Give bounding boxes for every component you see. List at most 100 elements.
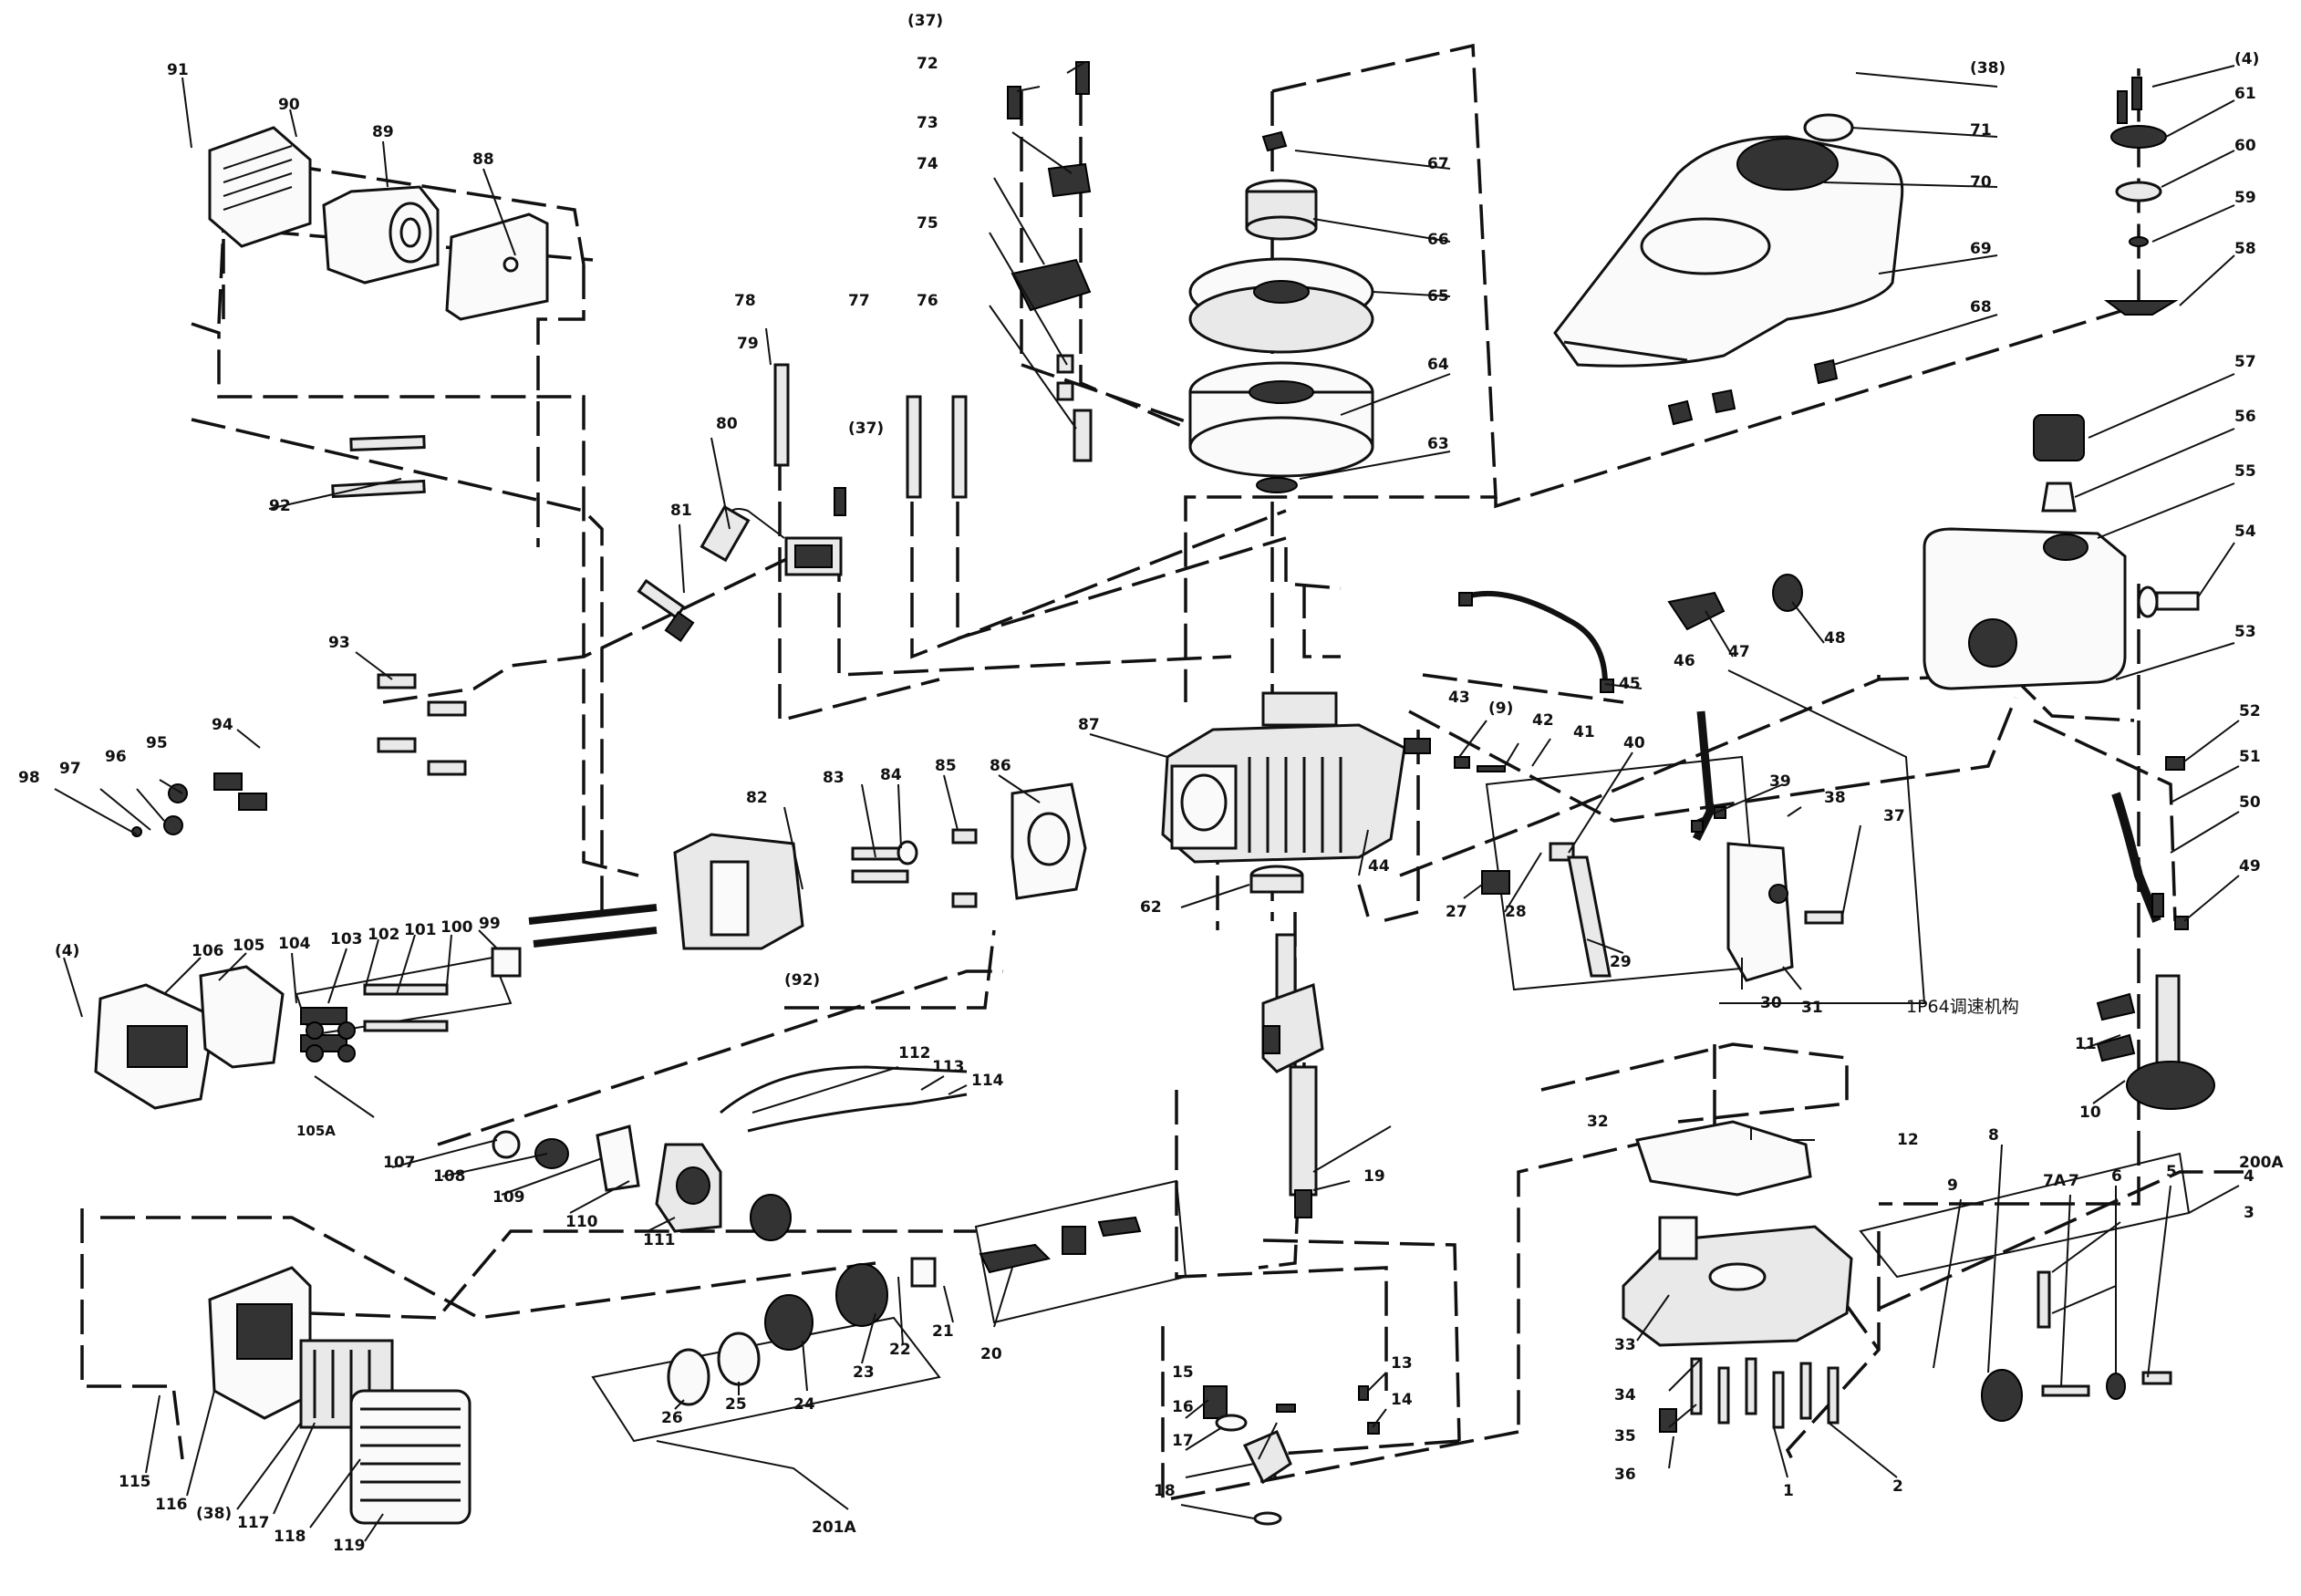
air-filter-base-plate — [445, 212, 549, 321]
callout-117: 117 — [237, 1514, 270, 1532]
callout-52: 52 — [2239, 702, 2261, 720]
valve-small-parts — [131, 772, 267, 837]
throttle-linkage — [720, 1065, 968, 1133]
connecting-rod — [979, 1216, 1142, 1274]
callout-p37b: (37) — [848, 420, 884, 438]
callout-34: 34 — [1614, 1386, 1636, 1404]
callout-labels: 91 90 89 88 92 93 94 95 96 97 98 99 100 … — [18, 12, 2284, 1555]
callout-108: 108 — [433, 1167, 466, 1186]
flywheel-key — [1256, 477, 1298, 493]
callout-61: 61 — [2234, 85, 2256, 103]
callout-5: 5 — [2166, 1163, 2177, 1181]
camshaft-gear — [2096, 974, 2215, 1110]
callout-31: 31 — [1801, 999, 1823, 1017]
callout-91: 91 — [167, 61, 189, 79]
callout-24: 24 — [793, 1395, 815, 1414]
callout-11: 11 — [2075, 1035, 2097, 1053]
callout-4: 4 — [2244, 1167, 2254, 1186]
callout-8: 8 — [1988, 1126, 1999, 1145]
callout-93: 93 — [328, 634, 350, 652]
callout-26: 26 — [661, 1409, 683, 1427]
callout-21: 21 — [932, 1322, 954, 1341]
callout-46: 46 — [1674, 652, 1695, 670]
governor-linkage — [1007, 61, 1093, 462]
starter-nuts — [1667, 358, 1839, 426]
callout-57: 57 — [2234, 353, 2256, 371]
callout-41: 41 — [1573, 723, 1595, 741]
callout-81: 81 — [670, 502, 692, 520]
callout-96: 96 — [105, 748, 127, 766]
callout-101: 101 — [404, 921, 437, 939]
callout-50: 50 — [2239, 793, 2261, 812]
callout-201a: 201A — [812, 1518, 856, 1537]
callout-51: 51 — [2239, 748, 2261, 766]
callout-14: 14 — [1391, 1391, 1413, 1409]
rocker-cover — [94, 983, 216, 1110]
head-gasket — [1011, 782, 1087, 900]
callout-104: 104 — [278, 935, 311, 953]
engine-block — [1161, 691, 1406, 864]
callout-28: 28 — [1505, 903, 1527, 921]
callout-43: 43 — [1448, 689, 1470, 707]
callout-113: 113 — [932, 1058, 965, 1076]
callout-66: 66 — [1427, 231, 1449, 249]
callout-33: 33 — [1614, 1336, 1636, 1354]
callout-75: 75 — [917, 214, 938, 233]
crankcase-bolts — [1659, 1357, 1840, 1433]
callout-110: 110 — [565, 1213, 598, 1231]
callout-89: 89 — [372, 123, 394, 141]
callout-3: 3 — [2244, 1204, 2254, 1222]
oil-fill-plug — [1981, 1270, 2172, 1422]
fuel-line — [2111, 756, 2189, 930]
callout-68: 68 — [1970, 298, 1992, 316]
callout-p92: (92) — [784, 971, 820, 990]
callout-109: 109 — [492, 1188, 525, 1207]
callout-35: 35 — [1614, 1427, 1636, 1446]
callout-71: 71 — [1970, 121, 1992, 140]
callout-76: 76 — [917, 292, 938, 310]
carburetor — [492, 1124, 792, 1241]
callout-73: 73 — [917, 114, 938, 132]
callout-27: 27 — [1446, 903, 1467, 921]
callout-22: 22 — [889, 1341, 911, 1359]
crankcase-gasket — [1635, 1120, 1812, 1197]
callout-83: 83 — [823, 769, 845, 787]
callout-64: 64 — [1427, 356, 1449, 374]
callout-65: 65 — [1427, 287, 1449, 306]
callout-100: 100 — [441, 918, 473, 937]
callout-59: 59 — [2234, 189, 2256, 207]
callout-49: 49 — [2239, 857, 2261, 876]
flywheel-nut — [1261, 130, 1288, 152]
callout-107: 107 — [383, 1154, 416, 1172]
callout-44: 44 — [1368, 857, 1390, 876]
oil-drain-parts — [1203, 1385, 1380, 1526]
callout-82: 82 — [746, 789, 768, 807]
callout-23: 23 — [853, 1363, 875, 1382]
callout-99: 99 — [479, 915, 501, 933]
callout-39: 39 — [1769, 772, 1791, 791]
callout-67: 67 — [1427, 155, 1449, 173]
callout-17: 17 — [1172, 1432, 1194, 1450]
callout-84: 84 — [880, 766, 902, 784]
callout-116: 116 — [155, 1496, 188, 1514]
fuel-cap-stack — [2104, 77, 2179, 316]
callout-77: 77 — [848, 292, 870, 310]
callout-47: 47 — [1728, 643, 1750, 661]
callout-56: 56 — [2234, 408, 2256, 426]
callout-p4b: (4) — [55, 942, 79, 960]
callout-98: 98 — [18, 769, 40, 787]
callout-p9: (9) — [1488, 700, 1513, 718]
callout-7a: 7A — [2043, 1172, 2067, 1190]
callout-86: 86 — [990, 757, 1011, 775]
ignition-coil — [700, 504, 843, 576]
callout-118: 118 — [274, 1528, 306, 1546]
callout-90: 90 — [278, 96, 300, 114]
callout-105a: 105A — [296, 1123, 336, 1139]
breather-tubes — [331, 435, 426, 499]
callout-2: 2 — [1892, 1477, 1903, 1496]
fuel-valve-bracket — [1458, 574, 1803, 693]
fuel-cap — [2033, 414, 2085, 513]
leader-lines — [54, 61, 2240, 1542]
rocker-cover-gasket — [199, 965, 285, 1069]
